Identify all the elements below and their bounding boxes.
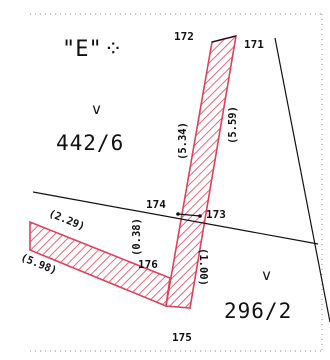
point-label-175: 175 xyxy=(172,331,192,344)
dimension-label-229: (2.29) xyxy=(47,208,87,233)
point-label-173: 173 xyxy=(206,208,226,221)
parcel-mark-1: v xyxy=(92,100,101,118)
hatched-strip-diagonal xyxy=(29,220,171,308)
parcel-number-1: 442/6 xyxy=(56,131,124,155)
boundary-line-174-173 xyxy=(177,213,201,217)
zone-label: "E" xyxy=(62,37,102,62)
dimension-label-038: (0.38) xyxy=(131,218,143,256)
point-label-174: 174 xyxy=(146,198,166,211)
boundary-line-172-171 xyxy=(211,35,237,43)
dimension-label-559: (5.59) xyxy=(227,106,239,144)
point-label-172: 172 xyxy=(174,30,194,43)
zone-mark: ⁘ xyxy=(104,37,122,62)
boundary-line-right xyxy=(274,37,330,323)
point-marker-174 xyxy=(176,212,180,216)
boundary-line-horizontal xyxy=(32,191,319,245)
parcel-number-2: 296/2 xyxy=(224,299,292,323)
dimension-label-534: (5.34) xyxy=(177,122,189,160)
point-label-171: 171 xyxy=(244,38,264,51)
dimension-label-100: (1.00) xyxy=(197,248,209,286)
point-marker-173 xyxy=(198,214,202,218)
parcel-mark-2: v xyxy=(262,266,271,284)
point-label-176: 176 xyxy=(138,258,158,271)
